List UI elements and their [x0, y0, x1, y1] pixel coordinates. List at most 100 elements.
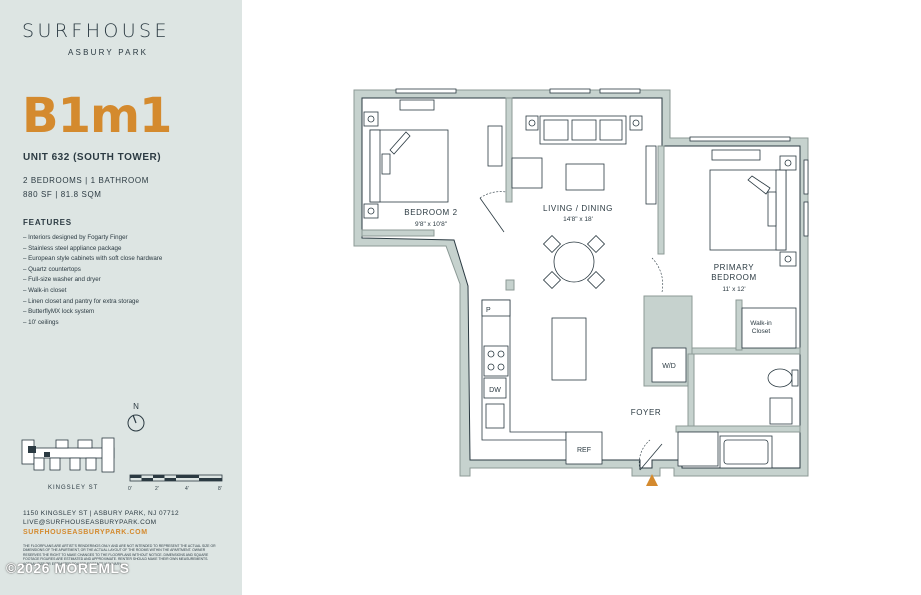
room-label-living: LIVING / DINING [543, 204, 613, 213]
armchair [511, 157, 543, 189]
feature-text: Walk-in closet [28, 286, 67, 294]
feature-text: Interiors designed by Fogarty Finger [28, 234, 128, 241]
coffee-table [565, 163, 605, 191]
refrigerator [565, 431, 603, 465]
street-label: KINGSLEY ST [48, 485, 99, 491]
feature-item: – Quartz countertops [23, 265, 81, 273]
unit-code: B1m1 [22, 88, 172, 144]
feature-item: – Full-size washer and dryer [23, 276, 101, 284]
washer-dryer [651, 347, 687, 383]
label-dishwasher: DW [489, 387, 501, 394]
pillow [381, 153, 391, 175]
label-refrigerator: REF [577, 447, 591, 454]
dining-chair [542, 270, 562, 290]
info-panel: SURFHOUSE ASBURY PARK B1m1 UNIT 632 (SOU… [0, 0, 242, 595]
feature-item: – 10' ceilings [23, 318, 59, 326]
unit-number: UNIT 632 (SOUTH TOWER) [23, 152, 162, 163]
feature-item: – Stainless steel appliance package [23, 244, 122, 252]
feature-text: European style cabinets with soft close … [28, 255, 163, 263]
key-plan-icon [21, 437, 115, 473]
scale-tick-label: 4' [185, 486, 189, 492]
label-pantry: P [486, 307, 491, 314]
scale-tick-label: 0' [128, 486, 132, 492]
wall-kitchen-right [505, 279, 515, 291]
sink [485, 403, 505, 429]
feature-item: – Linen closet and pantry for extra stor… [23, 297, 139, 305]
floor-plan: BEDROOM 2 9'8" x 10'8" LIVING / DINING 1… [353, 88, 809, 486]
window [549, 88, 591, 94]
room-label-walkin: Closet [752, 328, 771, 335]
door [639, 443, 663, 471]
wall-primary-left [657, 145, 665, 255]
room-dims-bedroom2: 9'8" x 10'8" [415, 221, 448, 228]
door-swing [651, 257, 664, 293]
cooktop [483, 345, 509, 377]
beds-baths: 2 BEDROOMS | 1 BATHROOM [23, 176, 149, 185]
pillow [767, 191, 777, 227]
unit-area: 880 SF | 81.8 SQM [23, 190, 102, 199]
feature-text: Stainless steel appliance package [28, 244, 122, 252]
room-dims-living: 14'8" x 18' [563, 216, 593, 223]
room-label-foyer: FOYER [631, 408, 662, 417]
dining-chair [542, 234, 562, 254]
room-dims-primary: 11' x 12' [722, 286, 745, 293]
window [395, 88, 457, 94]
dresser [487, 125, 503, 167]
scale-tick-label: 2' [155, 486, 159, 492]
website-link[interactable]: SURFHOUSEASBURYPARK.COM [23, 529, 148, 536]
feature-item: – European style cabinets with soft clos… [23, 255, 163, 263]
feature-text: Full-size washer and dryer [28, 276, 101, 284]
wall-bedroom2-right [505, 97, 513, 203]
feature-item: – Walk-in closet [23, 286, 67, 294]
feature-text: 10' ceilings [28, 318, 59, 326]
headboard [369, 129, 381, 203]
headboard [775, 169, 787, 251]
walk-in-closet [741, 307, 797, 349]
room-label-bedroom2: BEDROOM 2 [404, 208, 457, 217]
room-label-walkin: Walk-in [750, 320, 772, 327]
dresser [711, 149, 761, 161]
email-link[interactable]: LIVE@SURFHOUSEASBURYPARK.COM [23, 519, 157, 526]
wall-bath-bottom [675, 425, 801, 433]
room-label-primary: BEDROOM [711, 273, 757, 282]
window [689, 136, 791, 142]
wall-bath-left [687, 353, 695, 435]
brand-location: ASBURY PARK [68, 48, 149, 57]
linen-closet [677, 431, 719, 467]
dining-table [553, 241, 595, 283]
scale-bar: 0' 2' 4' 8' [128, 474, 223, 492]
scale-tick-label: 8' [218, 486, 222, 492]
wall-bedroom2-bottom [361, 229, 435, 237]
features-heading: FEATURES [23, 218, 72, 227]
pantry [481, 299, 511, 317]
wall-primary-bottom [691, 347, 801, 355]
dishwasher [483, 377, 507, 399]
label-washer-dryer: W/D [662, 363, 676, 370]
tv-console [645, 145, 657, 205]
door-swing [479, 191, 507, 199]
window [599, 88, 641, 94]
feature-item: – Interiors designed by Fogarty Finger [23, 234, 128, 241]
feature-text: ButterflyMX lock system [28, 308, 95, 316]
compass-label: N [133, 402, 139, 411]
feature-text: Quartz countertops [28, 265, 81, 273]
toilet [767, 368, 793, 388]
door [479, 197, 505, 233]
entry-marker [646, 474, 658, 486]
desk [399, 99, 435, 111]
vanity [769, 397, 793, 425]
brand-name: SURFHOUSE [22, 20, 170, 42]
kitchen-island [551, 317, 587, 381]
window [803, 201, 809, 237]
blanket-fold [747, 175, 771, 195]
wall-primary-lower [735, 299, 743, 351]
dining-chair [586, 270, 606, 290]
features-list: – Interiors designed by Fogarty Finger –… [23, 233, 162, 328]
room-label-primary: PRIMARY [714, 263, 755, 272]
address: 1150 KINGSLEY ST | ASBURY PARK, NJ 07712 [23, 510, 180, 517]
watermark: ©2026 MOREMLS [6, 560, 130, 576]
disclaimer-text: The floorplans are artist's renderings o… [23, 544, 216, 566]
dining-chair [586, 234, 606, 254]
feature-item: – ButterflyMX lock system [23, 308, 95, 316]
window [803, 159, 809, 195]
